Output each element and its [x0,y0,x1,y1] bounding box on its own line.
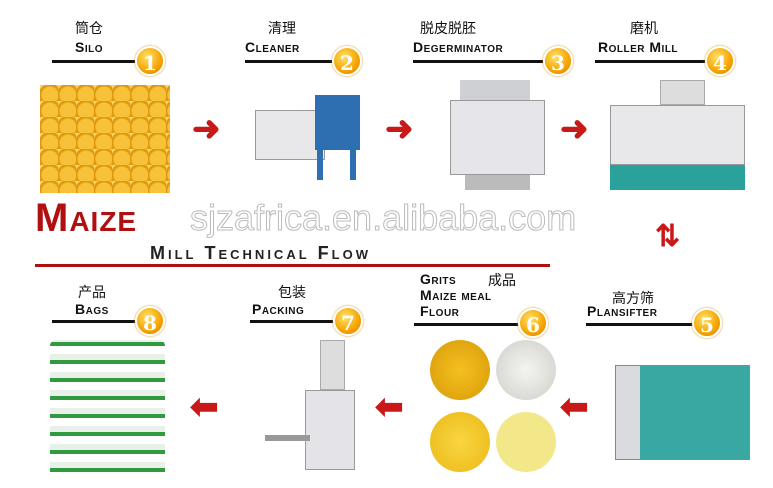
step-7-cn: 包装 [278,285,306,301]
step-8-badge: 8 [135,306,165,336]
degerminator-machine-image [450,80,545,190]
step-3-label: Degerminator [413,39,504,55]
step-4-label: Roller Mill [598,39,679,55]
step-1-badge: 1 [135,46,165,76]
step-6-label-grits: Grits [420,271,457,287]
divider [586,323,696,326]
maize-meal-sample [430,412,490,472]
divider [413,60,548,63]
title-underline [35,264,550,267]
cycle-arrows-icon: ⇅ [655,220,681,253]
step-1-label: Silo [75,39,104,55]
step-5-cn: 高方筛 [612,291,654,307]
products-image [430,340,556,480]
cleaner-machine-image [255,95,365,185]
diagram-title: Maize Mill Technical Flow [35,195,550,267]
watermark: sjzafrica.en.alibaba.com [189,197,577,239]
title-rest: Mill Technical Flow [150,243,371,263]
divider [52,320,142,323]
step-2-cn: 清理 [268,21,296,37]
step-4-badge: 4 [705,46,735,76]
step-2-badge: 2 [332,46,362,76]
step-8-cn: 产品 [78,285,106,301]
grits-sample [430,340,490,400]
flour-sample [496,412,556,472]
step-3-cn: 脱皮脱胚 [420,21,476,37]
divider [595,60,710,63]
roller-mill-image [610,80,745,190]
step-6-label-flour: Flour [420,303,460,319]
divider [52,60,142,63]
step-6-badge: 6 [518,308,548,338]
step-2-label: Cleaner [245,39,300,55]
step-7-label: Packing [252,301,305,317]
arrow-right-icon: ➜ [192,110,221,148]
divider [250,320,340,323]
flour-bags-image [50,340,165,480]
step-1-cn: 筒仓 [75,21,103,37]
step-4-cn: 磨机 [630,21,658,37]
divider [245,60,337,63]
arrow-right-icon: ➜ [385,110,414,148]
title-first-word: Maize [35,196,138,240]
white-grits-sample [496,340,556,400]
arrow-left-icon: ⬅ [375,388,404,426]
packing-machine-image [265,340,365,470]
arrow-left-icon: ⬅ [190,388,219,426]
arrow-right-icon: ➜ [560,110,589,148]
step-6-label-maize-meal: Maize meal [420,287,492,303]
step-8-label: Bags [75,301,109,317]
corn-kernels-image [40,85,170,193]
arrow-left-icon: ⬅ [560,388,589,426]
step-5-badge: 5 [692,308,722,338]
step-6-cn: 成品 [488,273,516,289]
step-7-badge: 7 [333,306,363,336]
step-5-label: Plansifter [587,303,658,319]
step-3-badge: 3 [543,46,573,76]
plansifter-image [615,365,750,460]
divider [414,323,524,326]
